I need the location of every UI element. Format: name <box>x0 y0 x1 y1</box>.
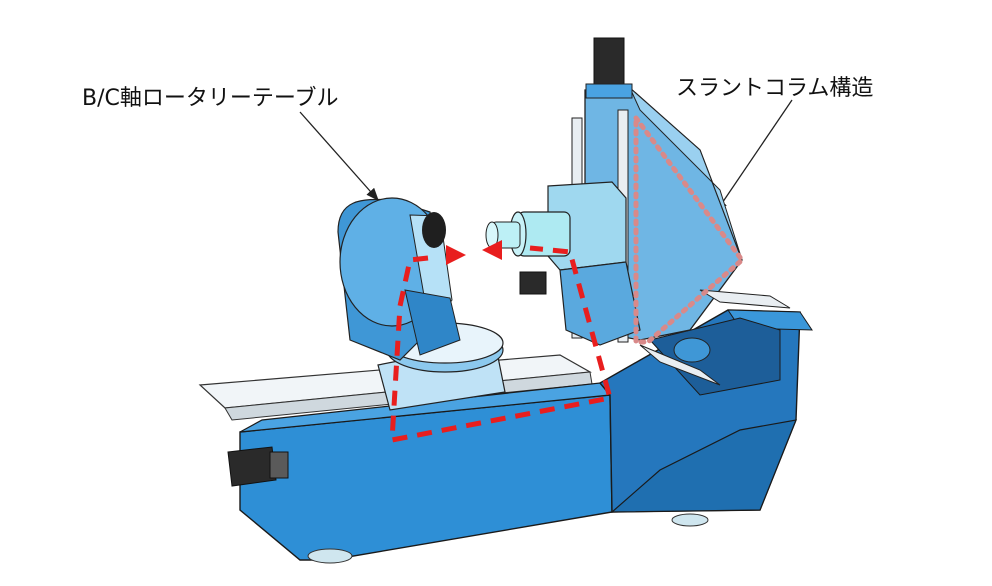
force-arrow-right <box>446 245 466 265</box>
slant-column-label: スラントコラム構造 <box>676 76 874 101</box>
base-trough <box>649 317 781 396</box>
force-loop <box>389 240 614 444</box>
workpiece-fixture <box>422 212 446 248</box>
x-axis-servo-motor <box>227 446 289 487</box>
slant-structure-outline <box>633 115 746 345</box>
slant-column <box>485 37 791 386</box>
y-axis-servo-motor <box>519 271 547 295</box>
rotary-table-leader-line <box>299 111 379 201</box>
rotary-table-label: B/C軸ロータリーテーブル <box>82 86 339 111</box>
slant-column-leader-line <box>715 99 793 214</box>
base-right-side-face <box>610 419 797 513</box>
y-guide-rail-front <box>639 344 721 386</box>
foot-right <box>671 513 709 527</box>
y-guide-rail-top <box>699 289 791 309</box>
foot-left <box>307 548 353 564</box>
z-axis-servo-motor <box>593 37 625 87</box>
column-slant-edge <box>629 87 743 261</box>
force-arrow-left <box>482 240 502 260</box>
motor-mount <box>585 83 633 99</box>
ballscrew-housing <box>673 337 711 363</box>
b-axis-arm <box>404 289 461 356</box>
y-carriage <box>559 261 641 346</box>
machine-base <box>239 309 813 564</box>
rotary-table <box>337 197 506 411</box>
